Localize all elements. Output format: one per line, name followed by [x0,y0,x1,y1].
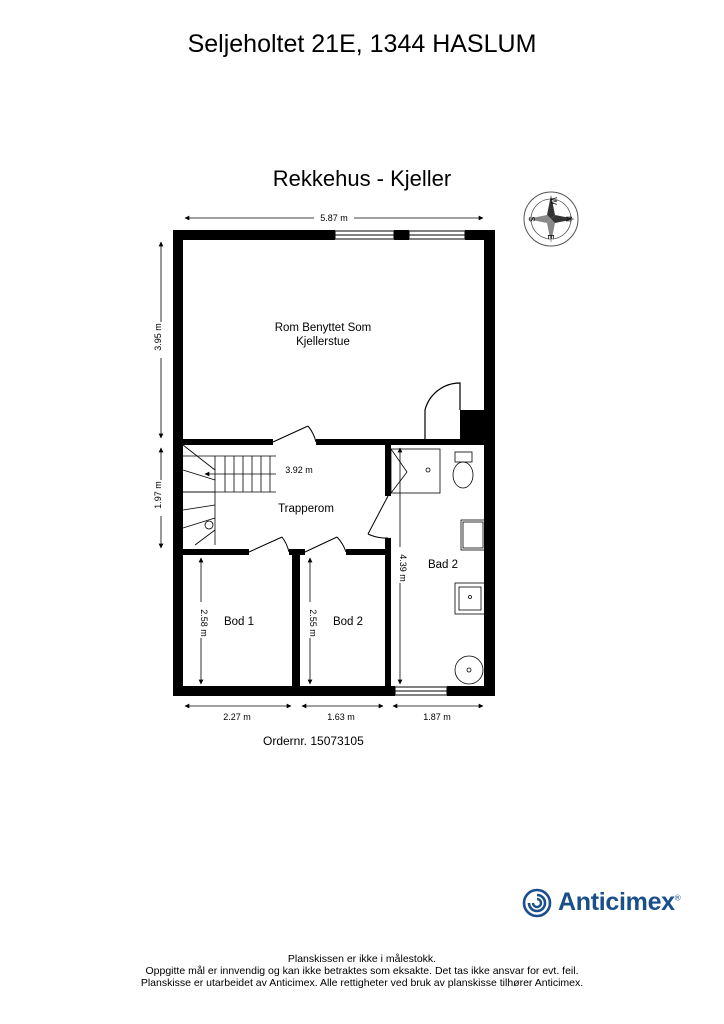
staircase [182,444,276,546]
room-stair: Trapperom [278,503,334,515]
bathroom-fixtures [390,448,486,685]
shower [454,655,484,685]
room-bod1: Bod 1 [224,616,254,628]
toilet-tank [454,451,473,463]
dim-bottom-2: 1.63 m [327,712,355,722]
dim-bod1-height: 2.58 m [199,609,209,637]
compass-letter-n: N [564,216,573,222]
disclaimer-line-2: Oppgitte mål er innvendig og kan ikke be… [145,965,579,977]
compass-letter-w: W [549,197,558,205]
disclaimer-line-1: Planskissen er ikke i målestokk. [287,953,437,965]
walls [173,230,495,696]
sink [454,582,486,615]
dim-bottom-3: 1.87 m [423,712,451,722]
anticimex-logo: Anticimex® [522,886,692,920]
room-main-line2: Kjellerstue [296,336,350,348]
plan-title: Rekkehus - Kjeller [272,166,452,191]
washing-machine-1 [460,519,486,551]
dim-top-width: 5.87 m [320,213,348,223]
room-bod2: Bod 2 [333,616,363,628]
room-bad2: Bad 2 [428,559,458,571]
dim-bottom-1: 2.27 m [223,712,251,722]
dim-left-lower: 1.97 m [153,481,163,509]
room-main-line1: Rom Benyttet Som [275,322,372,334]
dim-left-upper: 3.95 m [153,323,163,351]
anticimex-spiral-icon [522,888,552,918]
doors [248,382,461,553]
dim-bod2-height: 2.55 m [308,609,318,637]
toilet-bowl [452,461,474,489]
anticimex-wordmark: Anticimex® [558,888,681,916]
windows [334,230,466,696]
disclaimer: Planskissen er ikke i målestokk. Oppgitt… [0,953,724,989]
dim-bad-height: 4.39 m [398,554,408,582]
order-number: Ordernr. 15073105 [263,734,364,748]
compass-icon: W N E S [523,191,579,247]
compass-letter-s: S [527,216,536,221]
address-title: Seljeholtet 21E, 1344 HASLUM [187,30,537,58]
dim-stair-width: 3.92 m [285,465,313,475]
compass-letter-e: E [546,234,555,239]
disclaimer-line-3: Planskisse er utarbeidet av Anticimex. A… [140,977,584,989]
